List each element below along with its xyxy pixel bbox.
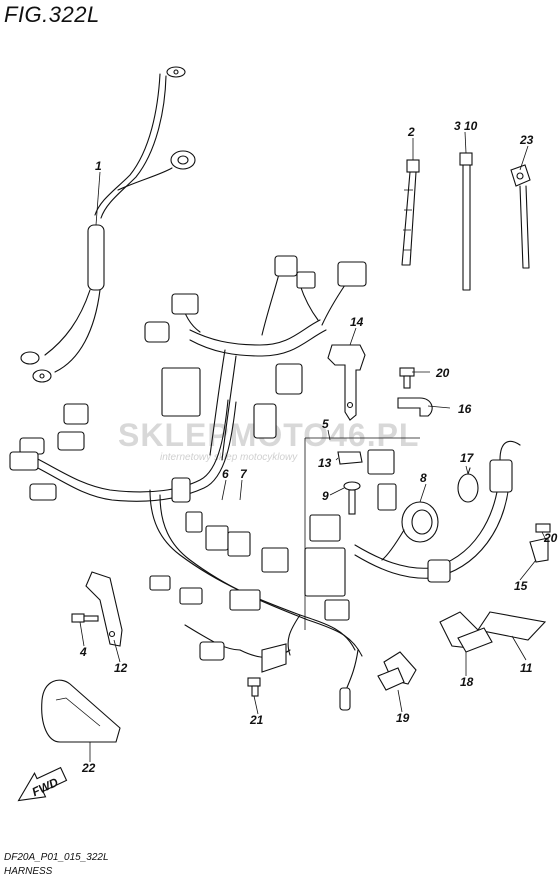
callout-12: 12 bbox=[114, 661, 128, 675]
sheet-11 bbox=[477, 611, 547, 641]
callout-1: 1 bbox=[95, 159, 102, 173]
callout-labels: 1 2 3 10 23 14 20 16 5 13 9 8 17 6 7 20 … bbox=[79, 119, 558, 775]
cable-tie-23 bbox=[510, 164, 531, 269]
bracket-14 bbox=[327, 344, 366, 421]
fwd-arrow-icon: FWD bbox=[17, 766, 68, 802]
leader-lines bbox=[79, 131, 547, 762]
bolt-20-top bbox=[399, 367, 415, 389]
sensor-8 bbox=[381, 501, 439, 561]
footer-name: HARNESS bbox=[4, 866, 53, 877]
callout-20-right: 20 bbox=[543, 531, 558, 545]
harness-connectors bbox=[9, 255, 513, 661]
bolt-4 bbox=[71, 613, 99, 623]
callout-20-top: 20 bbox=[435, 366, 450, 380]
footer-code: DF20A_P01_015_322L bbox=[4, 852, 109, 863]
clamp-18 bbox=[439, 611, 493, 653]
callout-7: 7 bbox=[240, 467, 248, 481]
callout-22: 22 bbox=[81, 761, 96, 775]
screw-9 bbox=[343, 481, 361, 515]
bracket-22 bbox=[41, 679, 121, 743]
callout-13: 13 bbox=[318, 456, 332, 470]
callout-23: 23 bbox=[519, 133, 534, 147]
callout-2: 2 bbox=[407, 125, 415, 139]
callout-16: 16 bbox=[458, 402, 472, 416]
callout-6: 6 bbox=[222, 467, 229, 481]
callout-11: 11 bbox=[520, 661, 533, 675]
callout-17: 17 bbox=[460, 451, 475, 465]
cable-tie-2 bbox=[401, 159, 420, 266]
callout-5: 5 bbox=[322, 417, 329, 431]
callout-3-10: 3 10 bbox=[454, 119, 478, 133]
callout-15: 15 bbox=[514, 579, 528, 593]
bracket-15 bbox=[529, 523, 551, 563]
main-harness bbox=[29, 269, 521, 711]
callout-14: 14 bbox=[350, 315, 364, 329]
callout-19: 19 bbox=[396, 711, 410, 725]
callout-8: 8 bbox=[420, 471, 427, 485]
relay-assembly bbox=[304, 437, 420, 630]
battery-cable bbox=[20, 66, 196, 383]
bracket-12 bbox=[85, 571, 123, 647]
callout-4: 4 bbox=[79, 645, 87, 659]
clamp-19 bbox=[377, 651, 417, 691]
callout-21: 21 bbox=[249, 713, 264, 727]
bolt-21 bbox=[247, 643, 287, 697]
clamp-16 bbox=[397, 397, 433, 417]
watermark-subtext: internetowy sklep motocyklowy bbox=[160, 452, 298, 463]
callout-18: 18 bbox=[460, 675, 474, 689]
callout-9: 9 bbox=[322, 489, 329, 503]
figure-title: FIG.322L bbox=[4, 2, 100, 27]
cable-tie-3-10 bbox=[459, 152, 473, 291]
